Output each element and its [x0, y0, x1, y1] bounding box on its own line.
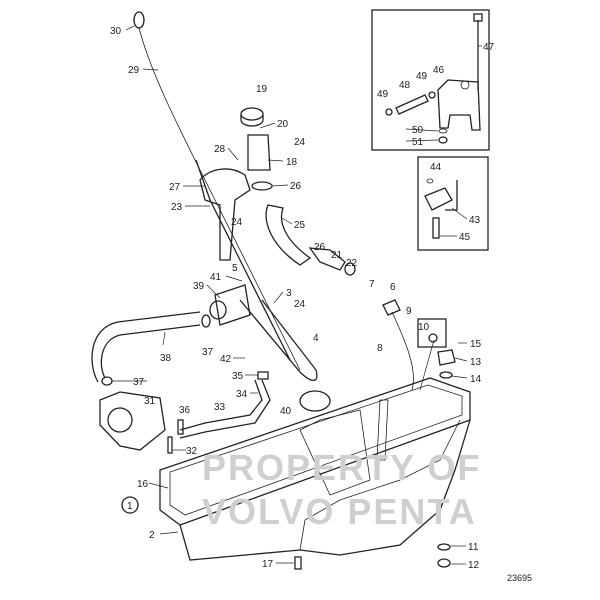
callout: 19 — [256, 84, 268, 95]
callout: 50 — [412, 125, 424, 136]
callout: 28 — [214, 144, 226, 155]
oil-pump-valve-drawing — [385, 13, 483, 144]
callout: 8 — [377, 343, 383, 354]
callout: 33 — [214, 402, 226, 413]
callout: 36 — [179, 405, 191, 416]
group-marker-circle — [121, 496, 139, 514]
callout: 49 — [416, 71, 428, 82]
callout: 47 — [483, 42, 495, 53]
oil-filler-drawing — [199, 107, 312, 266]
oil-pipe-bracket-drawing — [424, 178, 458, 239]
callout: 51 — [412, 137, 424, 148]
callout: 29 — [128, 65, 140, 76]
callout: 22 — [346, 258, 358, 269]
callout: 46 — [433, 65, 445, 76]
callout: 11 — [468, 542, 479, 553]
callout: 42 — [220, 354, 232, 365]
callout: 17 — [262, 559, 274, 570]
callout: 35 — [232, 371, 244, 382]
callout: 49 — [377, 89, 389, 100]
callout: 20 — [277, 119, 289, 130]
callout: 23 — [171, 202, 183, 213]
inset-bottom-callouts: 44 43 45 — [430, 162, 481, 243]
hoses-drawing — [91, 247, 414, 439]
callout: 34 — [236, 389, 248, 400]
inset-frame-top — [371, 9, 490, 151]
callout: 3 — [286, 288, 292, 299]
callout: 37 — [202, 347, 214, 358]
callout: 5 — [232, 263, 238, 274]
callout: 27 — [169, 182, 181, 193]
watermark-line-1: PROPERTY OF — [202, 447, 481, 488]
callout: 26 — [290, 181, 302, 192]
clip-10-drawing — [428, 333, 438, 343]
callout: 4 — [313, 333, 319, 344]
callout: 30 — [110, 26, 122, 37]
leader-lines — [112, 25, 482, 565]
callout: 24 — [294, 137, 306, 148]
callout: 6 — [390, 282, 396, 293]
callout: 14 — [470, 374, 482, 385]
callout: 40 — [280, 406, 292, 417]
callout: 32 — [186, 446, 198, 457]
callout: 31 — [144, 396, 156, 407]
callout: 25 — [294, 220, 306, 231]
dipstick-drawing — [133, 11, 301, 371]
callout: 9 — [406, 306, 412, 317]
watermark-line-2: VOLVO PENTA — [202, 491, 477, 532]
callout: 38 — [160, 353, 172, 364]
callout: 18 — [286, 157, 298, 168]
inset-frame-bottom — [417, 156, 489, 251]
callout: 13 — [470, 357, 482, 368]
callout: 44 — [430, 162, 442, 173]
callout: 16 — [137, 479, 149, 490]
callout: 41 — [210, 272, 222, 283]
callout: 10 — [418, 322, 430, 333]
group-marker: 1 — [127, 501, 133, 512]
callout: 39 — [193, 281, 205, 292]
callout: 45 — [459, 232, 471, 243]
callout: 24 — [231, 217, 243, 228]
callout: 12 — [468, 560, 480, 571]
callout: 15 — [470, 339, 482, 350]
callout: 7 — [369, 279, 375, 290]
callouts: 30 29 19 20 24 28 18 27 26 23 24 25 26 2… — [110, 26, 482, 571]
callout: 43 — [469, 215, 481, 226]
inset-top-callouts: 47 46 49 48 49 50 51 — [377, 42, 495, 148]
oil-pan-drawing — [159, 349, 471, 570]
drawing-number: 23695 — [507, 573, 532, 583]
callout: 48 — [399, 80, 411, 91]
callout: 24 — [294, 299, 306, 310]
callout: 21 — [331, 250, 343, 261]
callout: 26 — [314, 242, 326, 253]
callout: 37 — [133, 377, 145, 388]
oil-pump-drawing — [99, 391, 184, 454]
callout: 2 — [149, 530, 155, 541]
